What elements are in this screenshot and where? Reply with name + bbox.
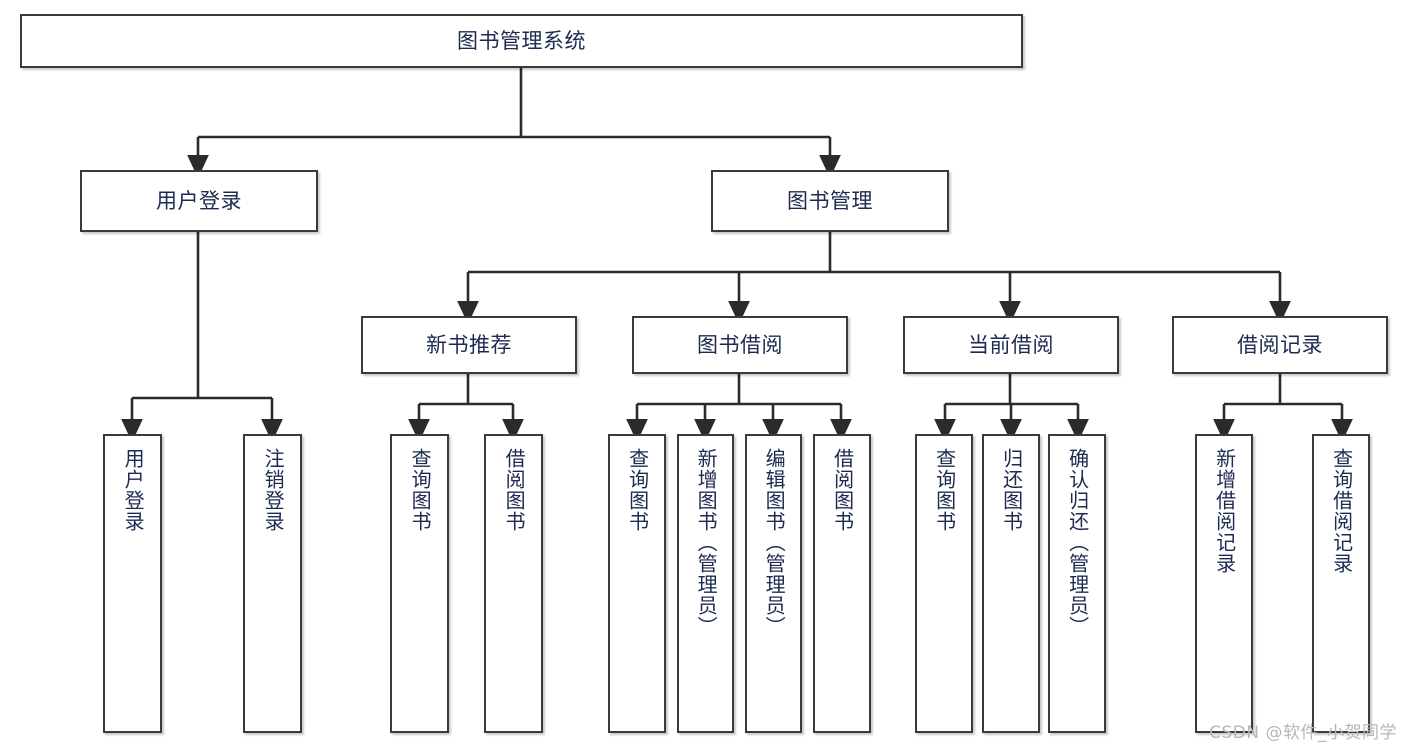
node-leaf-borrow-book-1[interactable]: 借阅图书 bbox=[484, 434, 543, 733]
node-user-login[interactable]: 用户登录 bbox=[80, 170, 318, 232]
node-leaf-query-book-3[interactable]: 查询图书 bbox=[915, 434, 973, 733]
node-leaf-edit-book-label: 编辑图书（管理员） bbox=[762, 448, 787, 637]
node-book-management-label: 图书管理 bbox=[787, 188, 873, 213]
node-leaf-user-login[interactable]: 用户登录 bbox=[103, 434, 162, 733]
node-user-login-label: 用户登录 bbox=[156, 188, 242, 213]
node-leaf-return-book-label: 归还图书 bbox=[999, 448, 1024, 532]
node-borrow-record[interactable]: 借阅记录 bbox=[1172, 316, 1388, 374]
node-leaf-add-record-label: 新增借阅记录 bbox=[1212, 448, 1237, 574]
node-root-label: 图书管理系统 bbox=[457, 28, 586, 53]
node-new-book-recommend[interactable]: 新书推荐 bbox=[361, 316, 577, 374]
node-leaf-user-login-label: 用户登录 bbox=[121, 448, 146, 532]
node-leaf-borrow-book-2-label: 借阅图书 bbox=[830, 448, 855, 532]
node-leaf-logout[interactable]: 注销登录 bbox=[243, 434, 302, 733]
node-root[interactable]: 图书管理系统 bbox=[20, 14, 1023, 68]
node-book-borrow-label: 图书借阅 bbox=[697, 332, 783, 357]
node-leaf-query-book-2-label: 查询图书 bbox=[625, 448, 650, 532]
node-leaf-confirm-return-label: 确认归还（管理员） bbox=[1065, 448, 1090, 637]
node-current-borrow-label: 当前借阅 bbox=[968, 332, 1054, 357]
node-leaf-query-record-label: 查询借阅记录 bbox=[1329, 448, 1354, 574]
node-leaf-add-record[interactable]: 新增借阅记录 bbox=[1195, 434, 1253, 733]
node-new-book-recommend-label: 新书推荐 bbox=[426, 332, 512, 357]
node-book-borrow[interactable]: 图书借阅 bbox=[632, 316, 848, 374]
node-leaf-logout-label: 注销登录 bbox=[261, 448, 286, 532]
node-leaf-confirm-return[interactable]: 确认归还（管理员） bbox=[1048, 434, 1106, 733]
node-leaf-return-book[interactable]: 归还图书 bbox=[982, 434, 1040, 733]
node-leaf-borrow-book-1-label: 借阅图书 bbox=[502, 448, 527, 532]
node-leaf-query-book-1[interactable]: 查询图书 bbox=[390, 434, 449, 733]
node-borrow-record-label: 借阅记录 bbox=[1237, 332, 1323, 357]
node-leaf-add-book-label: 新增图书（管理员） bbox=[694, 448, 719, 637]
node-leaf-borrow-book-2[interactable]: 借阅图书 bbox=[813, 434, 871, 733]
node-book-management[interactable]: 图书管理 bbox=[711, 170, 949, 232]
node-leaf-add-book[interactable]: 新增图书（管理员） bbox=[677, 434, 734, 733]
node-leaf-edit-book[interactable]: 编辑图书（管理员） bbox=[745, 434, 802, 733]
node-current-borrow[interactable]: 当前借阅 bbox=[903, 316, 1119, 374]
node-leaf-query-book-2[interactable]: 查询图书 bbox=[608, 434, 666, 733]
node-leaf-query-book-1-label: 查询图书 bbox=[408, 448, 433, 532]
node-leaf-query-book-3-label: 查询图书 bbox=[932, 448, 957, 532]
node-leaf-query-record[interactable]: 查询借阅记录 bbox=[1312, 434, 1370, 733]
